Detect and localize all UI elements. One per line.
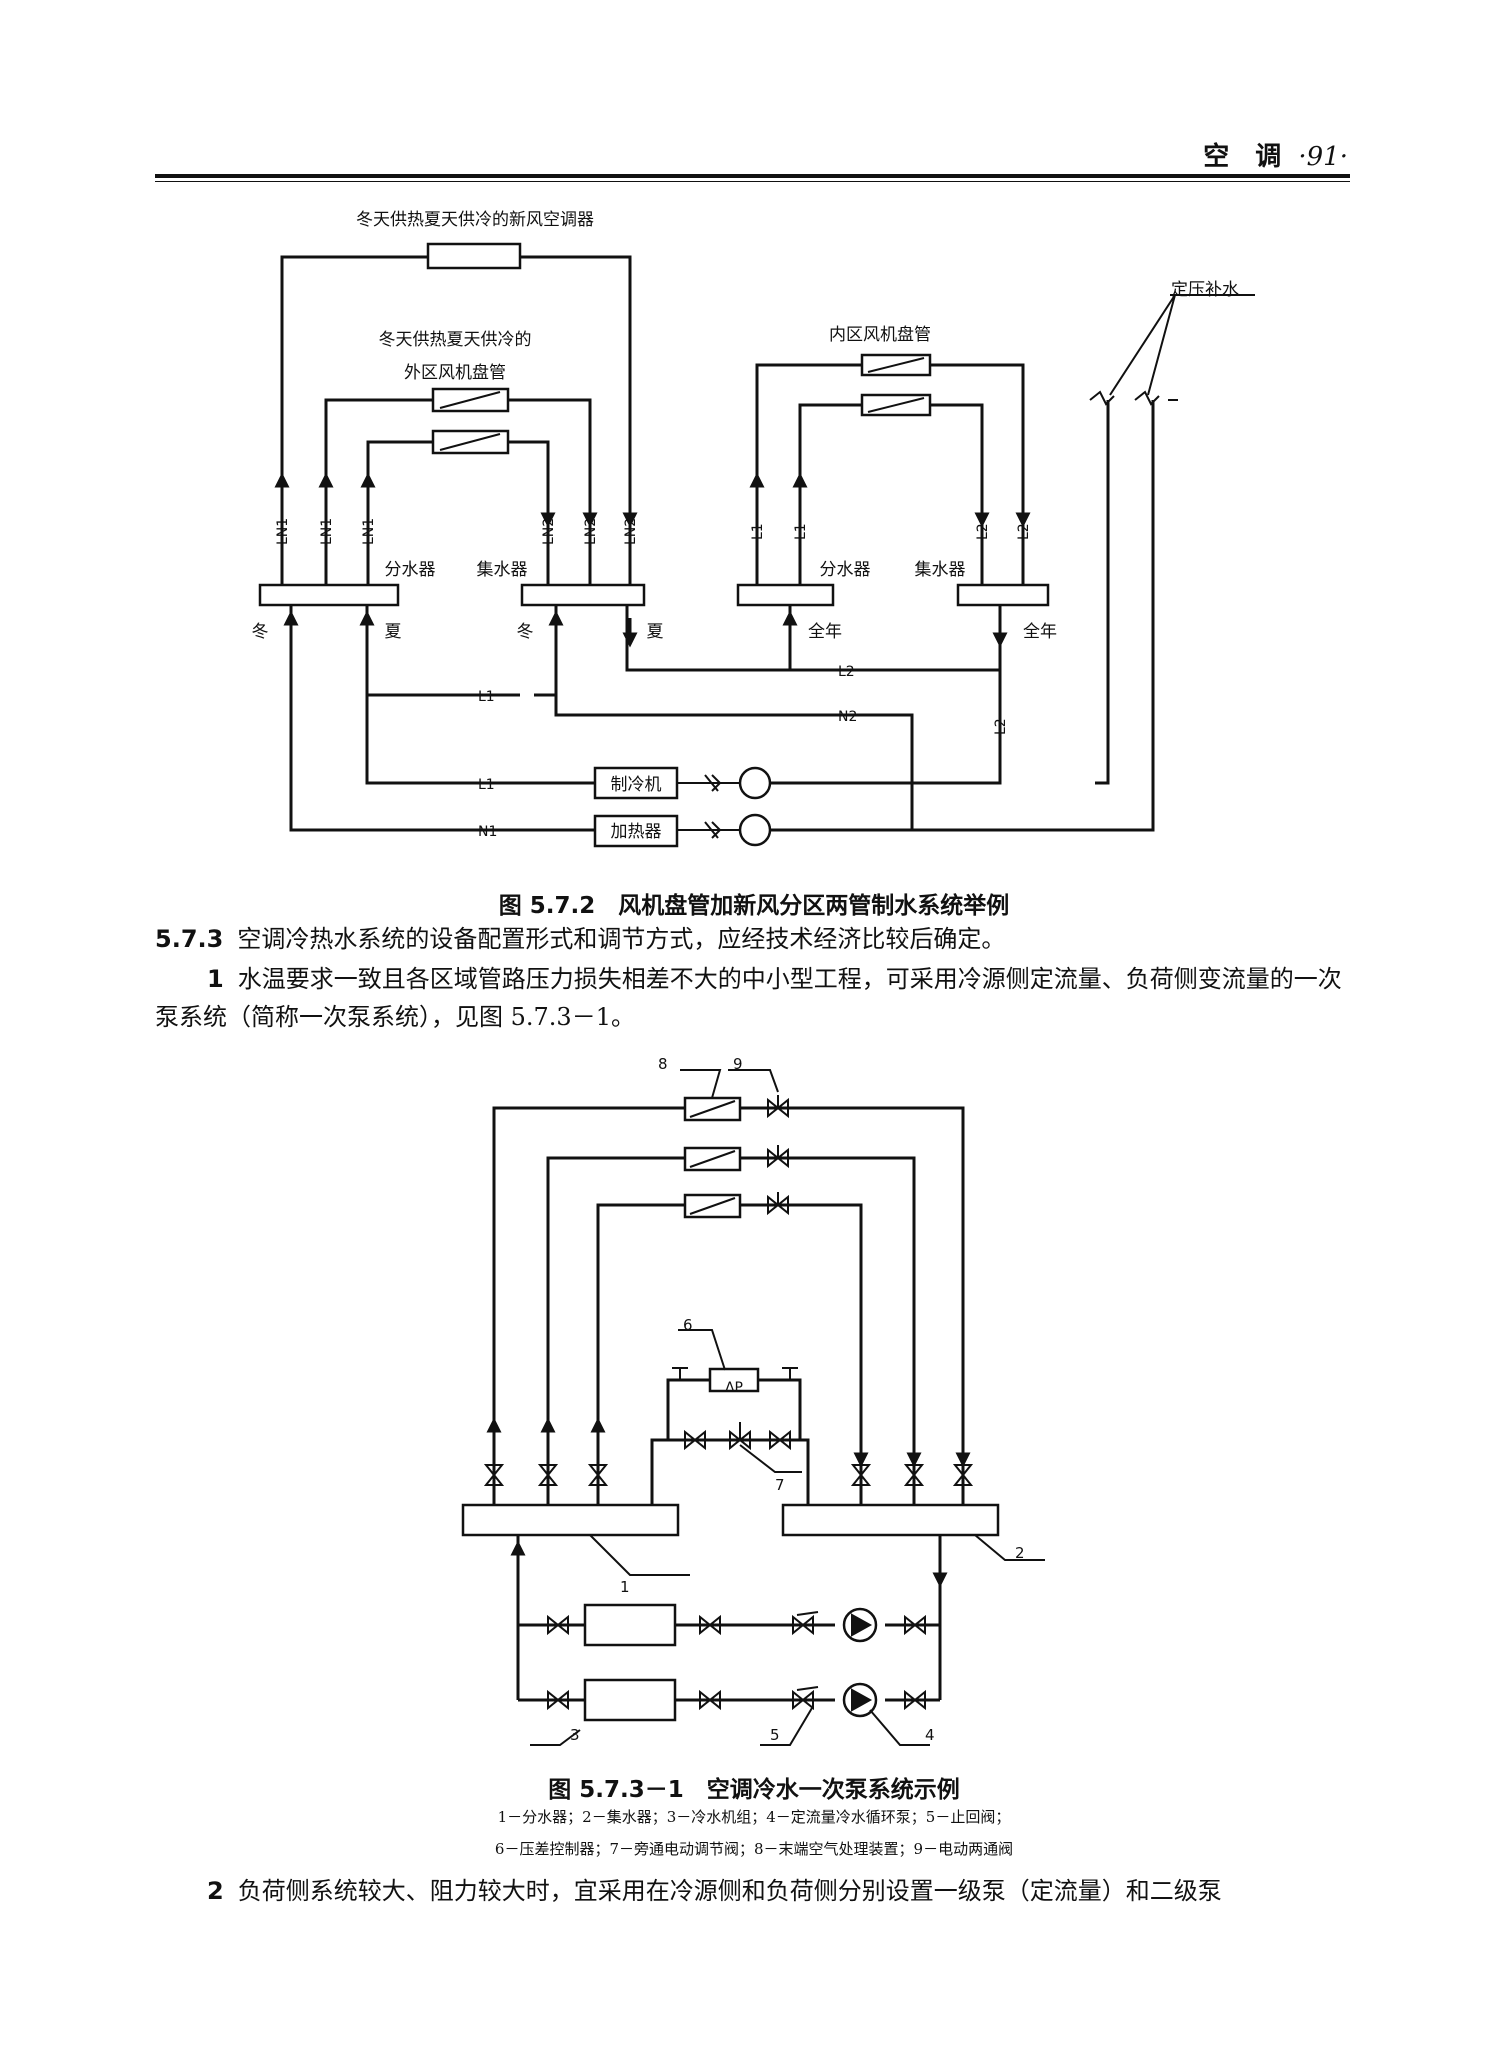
label-all-year-1: 全年 xyxy=(808,622,842,642)
label-distributor-2: 分水器 xyxy=(820,560,871,580)
item-2-text: 负荷侧系统较大、阻力较大时，宜采用在冷源侧和负荷侧分别设置一级泵（定流量）和二级… xyxy=(237,1877,1222,1905)
callout-5: 5 xyxy=(770,1726,780,1744)
label-ln2-b: LN2 xyxy=(583,518,599,545)
label-l2-b: L2 xyxy=(1016,523,1032,540)
label-inner-fcu: 内区风机盘管 xyxy=(829,325,931,345)
label-chiller: 制冷机 xyxy=(611,775,662,795)
label-ln1-c: LN1 xyxy=(361,518,377,545)
callout-8: 8 xyxy=(658,1055,668,1073)
item-1-text: 水温要求一致且各区域管路压力损失相差不大的中小型工程，可采用冷源侧定流量、负荷侧… xyxy=(155,965,1342,1031)
item-2-paragraph: 2 负荷侧系统较大、阻力较大时，宜采用在冷源侧和负荷侧分别设置一级泵（定流量）和二… xyxy=(155,1872,1355,1910)
label-n2: N2 xyxy=(838,709,857,725)
label-l2-d: L2 xyxy=(838,664,855,680)
label-l1-a: L1 xyxy=(750,523,766,540)
header-section: 空 调 xyxy=(1203,142,1282,172)
label-l2-a: L2 xyxy=(975,523,991,540)
figure-5-7-3-1-diagram: ΔP 8 9 6 7 1 2 3 4 5 xyxy=(461,1055,1045,1746)
callout-7: 7 xyxy=(775,1476,785,1494)
dp-symbol: ΔP xyxy=(725,1380,743,1396)
item-2-number: 2 xyxy=(207,1877,224,1905)
label-l1-d: L1 xyxy=(478,777,495,793)
label-ln1-b: LN1 xyxy=(319,518,335,545)
label-ln2-a: LN2 xyxy=(541,518,557,545)
label-winter-2: 冬 xyxy=(517,622,534,642)
callout-6: 6 xyxy=(683,1316,693,1334)
section-number: 5.7.3 xyxy=(155,925,224,953)
item-1-number: 1 xyxy=(207,965,224,993)
label-l1-b: L1 xyxy=(793,523,809,540)
callout-3: 3 xyxy=(570,1726,580,1744)
page-number: ·91· xyxy=(1298,142,1348,172)
label-l1-c: L1 xyxy=(478,689,495,705)
running-header: 空 调 ·91· xyxy=(1203,136,1348,173)
label-all-year-2: 全年 xyxy=(1023,622,1057,642)
label-n1: N1 xyxy=(478,824,497,840)
label-distributor-1: 分水器 xyxy=(385,560,436,580)
section-text: 空调冷热水系统的设备配置形式和调节方式，应经技术经济比较后确定。 xyxy=(237,925,1006,953)
label-heater: 加热器 xyxy=(611,822,662,842)
label-fresh-air-unit: 冬天供热夏天供冷的新风空调器 xyxy=(356,210,594,230)
label-collector-2: 集水器 xyxy=(915,560,966,580)
callout-9: 9 xyxy=(733,1055,743,1073)
label-collector-1: 集水器 xyxy=(477,560,528,580)
callout-2: 2 xyxy=(1015,1544,1025,1562)
figure-5-7-2-diagram: 冬天供热夏天供冷的新风空调器 冬天供热夏天供冷的 外区风机盘管 内区风机盘管 定… xyxy=(252,210,1255,848)
label-outer-fcu-line2: 外区风机盘管 xyxy=(404,363,506,383)
figure-note-line1: 1－分水器；2－集水器；3－冷水机组；4－定流量冷水循环泵；5－止回阀； xyxy=(497,1808,1011,1826)
label-ln1-a: LN1 xyxy=(275,518,291,545)
label-outer-fcu-line1: 冬天供热夏天供冷的 xyxy=(379,330,532,350)
label-winter-1: 冬 xyxy=(252,622,269,642)
callout-4: 4 xyxy=(925,1726,935,1744)
figure-5-7-2-caption: 图 5.7.2 风机盘管加新风分区两管制水系统举例 xyxy=(498,893,1010,919)
header-rule xyxy=(155,174,1350,178)
label-summer-2: 夏 xyxy=(647,622,664,642)
label-l2-c: L2 xyxy=(993,718,1009,735)
label-makeup-water: 定压补水 xyxy=(1171,280,1239,300)
figure-note-line2: 6－压差控制器；7－旁通电动调节阀；8－末端空气处理装置；9－电动两通阀 xyxy=(494,1840,1014,1858)
label-summer-1: 夏 xyxy=(385,622,402,642)
header-rule-thin xyxy=(155,181,1350,182)
section-5-7-3-paragraph: 5.7.3 空调冷热水系统的设备配置形式和调节方式，应经技术经济比较后确定。 xyxy=(155,920,1355,958)
figure-5-7-3-1-caption: 图 5.7.3－1 空调冷水一次泵系统示例 xyxy=(548,1777,960,1803)
callout-1: 1 xyxy=(620,1578,630,1596)
label-ln2-c: LN2 xyxy=(623,518,639,545)
